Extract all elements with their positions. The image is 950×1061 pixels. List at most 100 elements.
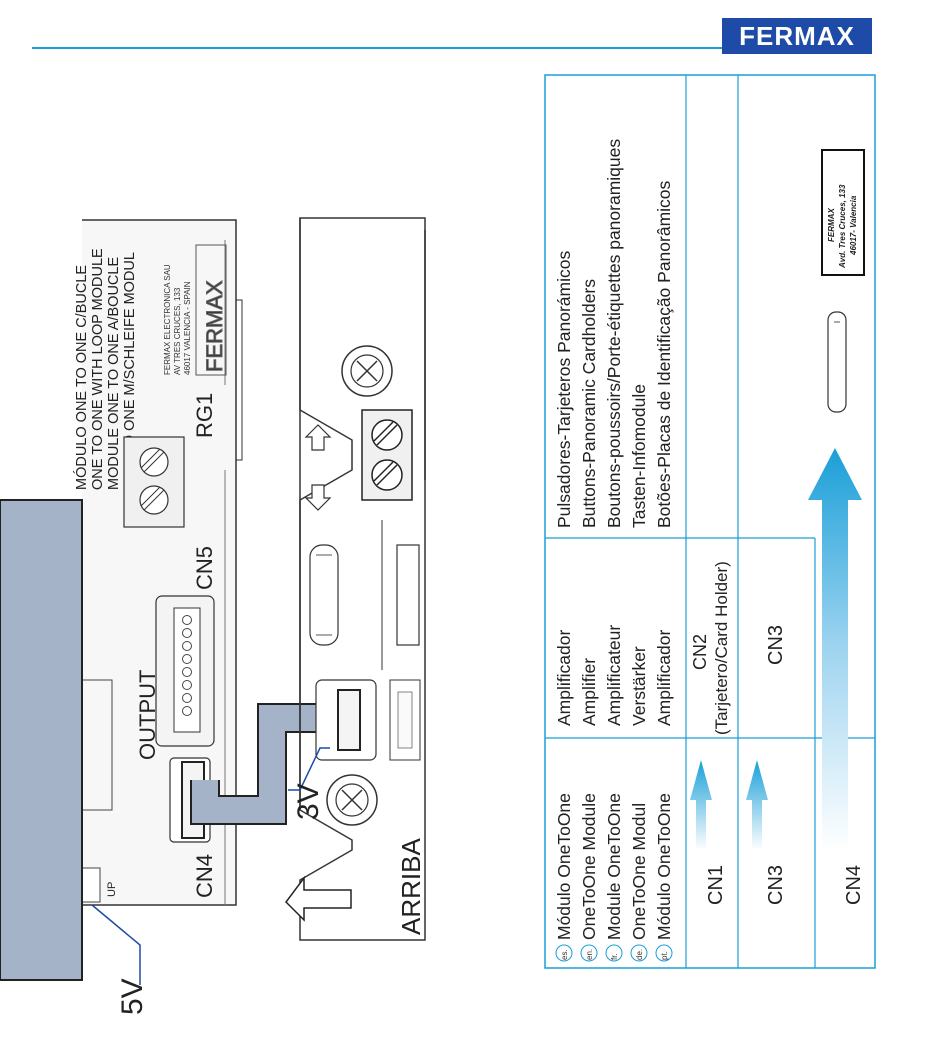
header-rule [32,47,722,49]
col1-line-3: Module OneToOne [604,793,624,940]
fermax-logo: FERMAX [722,18,872,54]
row-cn3-mid: CN3 [765,625,787,665]
svg-text:MODULE ONE TO ONE A/BOUCLE: MODULE ONE TO ONE A/BOUCLE [106,257,122,490]
svg-text:OUTPUT: OUTPUT [135,670,160,760]
svg-text:AV TRES CRUCES, 133: AV TRES CRUCES, 133 [173,287,182,375]
3v-label: 3V [292,783,325,820]
lang-pt: pt. [660,951,669,960]
svg-text:CN1: CN1 [705,865,727,905]
col1-line-1: Módulo OneToOne [554,793,574,940]
cn4-arrow [808,448,862,850]
svg-text:Módulo OneToOne: Módulo OneToOne [654,793,674,940]
svg-text:Amplifier: Amplifier [579,658,599,726]
col3-line-2: Buttons-Panoramic Cardholders [579,279,599,528]
svg-text:de.: de. [635,949,644,960]
col1-line-4: OneToOne Modul [629,803,649,940]
row-cn1-mid-2: (Tarjetero/Card Holder) [712,561,731,735]
svg-text:CN3: CN3 [765,625,787,665]
svg-text:CN4: CN4 [192,854,217,898]
svg-text:CN5: CN5 [192,546,217,590]
svg-text:Verstärker: Verstärker [629,646,649,726]
col1-line-2: OneToOne Module [579,793,599,940]
maker-info: FERMAX ELECTRONICA SAU AV TRES CRUCES, 1… [163,244,228,376]
stamp-line-2: Avd. Tres Cruces, 133 [838,184,847,269]
svg-text:RG1: RG1 [192,393,217,438]
maker-line-2: AV TRES CRUCES, 133 [173,287,182,375]
fermax-stamp [821,149,865,276]
svg-text:Tasten-Infomodule: Tasten-Infomodule [629,384,649,528]
stamp-line-3: 46017- Valencia [849,195,858,256]
svg-text:fr.: fr. [610,953,619,960]
svg-text:ARRIBA: ARRIBA [396,838,426,935]
svg-text:Avd. Tres Cruces, 133: Avd. Tres Cruces, 133 [838,184,847,269]
svg-text:FERMAX: FERMAX [827,208,836,242]
arriba-label: ARRIBA [396,838,426,935]
maker-logo: FERMAX [202,280,227,372]
svg-text:Module OneToOne: Module OneToOne [604,793,624,940]
svg-text:5V: 5V [116,978,149,1015]
board-label-line-2: ONE TO ONE WITH LOOP MODULE [90,248,106,490]
svg-text:CN3: CN3 [765,865,787,905]
svg-text:pt.: pt. [660,951,669,960]
rg1-label: RG1 [192,393,217,438]
cn1-arrow [690,760,712,850]
cn3-arrow [746,760,768,850]
col2-line-2: Amplifier [579,658,599,726]
lang-en: en. [585,949,594,960]
svg-text:OneToOne Module: OneToOne Module [579,793,599,940]
connector-table: es. en. fr. de. pt. Módulo OneToOne OneT… [544,74,876,969]
row-cn1-mid-1: CN2 [690,634,710,670]
cn5-label: CN5 [192,546,217,590]
svg-text:ONE TO ONE WITH LOOP MODULE: ONE TO ONE WITH LOOP MODULE [90,248,106,490]
svg-text:Amplificador: Amplificador [654,630,674,726]
row-cn1-left: CN1 [705,865,727,905]
up-label: UP [106,882,118,897]
maker-line-1: FERMAX ELECTRONICA SAU [163,264,172,375]
svg-text:Botões-Placas de Identificação: Botões-Placas de Identificação Panorâmic… [654,180,674,528]
col2-line-4: Verstärker [629,646,649,726]
amplifier-panel: 3V ARRIBA [285,217,426,941]
row-cn4-left: CN4 [843,865,865,905]
svg-text:es.: es. [560,949,569,960]
language-badges: es. en. fr. de. pt. [555,944,673,962]
board-label-line-4: ONE TO ONE M/SCHLEIFE MODUL [122,252,138,490]
lang-de: de. [635,949,644,960]
maker-line-3: 46017 VALENCIA - SPAIN [183,281,192,375]
amplifier-block [0,499,83,981]
svg-text:Pulsadores-Tarjeteros Panorámi: Pulsadores-Tarjeteros Panorámicos [554,251,574,528]
svg-text:Boutons-poussoirs/Porte-étique: Boutons-poussoirs/Porte-étiquettes panor… [604,139,624,528]
lang-fr: fr. [610,953,619,960]
col3-line-1: Pulsadores-Tarjeteros Panorámicos [554,251,574,528]
svg-text:Módulo OneToOne: Módulo OneToOne [554,793,574,940]
cn4-label: CN4 [192,854,217,898]
stamp-line-1: FERMAX [827,208,836,242]
svg-text:CN2: CN2 [690,634,710,670]
svg-text:Buttons-Panoramic Cardholders: Buttons-Panoramic Cardholders [579,279,599,528]
svg-text:Amplificateur: Amplificateur [604,625,624,726]
rg1-terminal: RG1 [123,393,217,528]
col2-line-1: Amplificador [554,630,574,726]
svg-text:CN4: CN4 [843,865,865,905]
row-cn3-left: CN3 [765,865,787,905]
svg-text:(Tarjetero/Card Holder): (Tarjetero/Card Holder) [712,561,731,735]
svg-text:en.: en. [585,949,594,960]
svg-text:OneToOne Modul: OneToOne Modul [629,803,649,940]
output-label: OUTPUT [135,670,160,760]
board-label-line-3: MODULE ONE TO ONE A/BOUCLE [106,257,122,490]
col2-line-3: Amplificateur [604,625,624,726]
cn4-slot [827,311,847,413]
lang-es: es. [560,949,569,960]
svg-text:UP: UP [106,882,118,897]
svg-text:46017- Valencia: 46017- Valencia [849,195,858,256]
col3-line-5: Botões-Placas de Identificação Panorâmic… [654,180,674,528]
svg-text:3V: 3V [292,783,325,820]
col3-line-4: Tasten-Infomodule [629,384,649,528]
cn5-connector: CN5 OUTPUT [135,546,217,760]
5v-label: 5V [116,978,149,1015]
up-marker: UP [81,867,118,903]
5v-callout: 5V [91,904,149,1015]
board-label: MÓDULO ONE TO ONE C/BUCLE ONE TO ONE WIT… [73,248,138,490]
svg-text:MÓDULO ONE TO ONE C/BUCLE: MÓDULO ONE TO ONE C/BUCLE [73,265,90,490]
svg-text:FERMAX ELECTRONICA SAU: FERMAX ELECTRONICA SAU [163,264,172,375]
